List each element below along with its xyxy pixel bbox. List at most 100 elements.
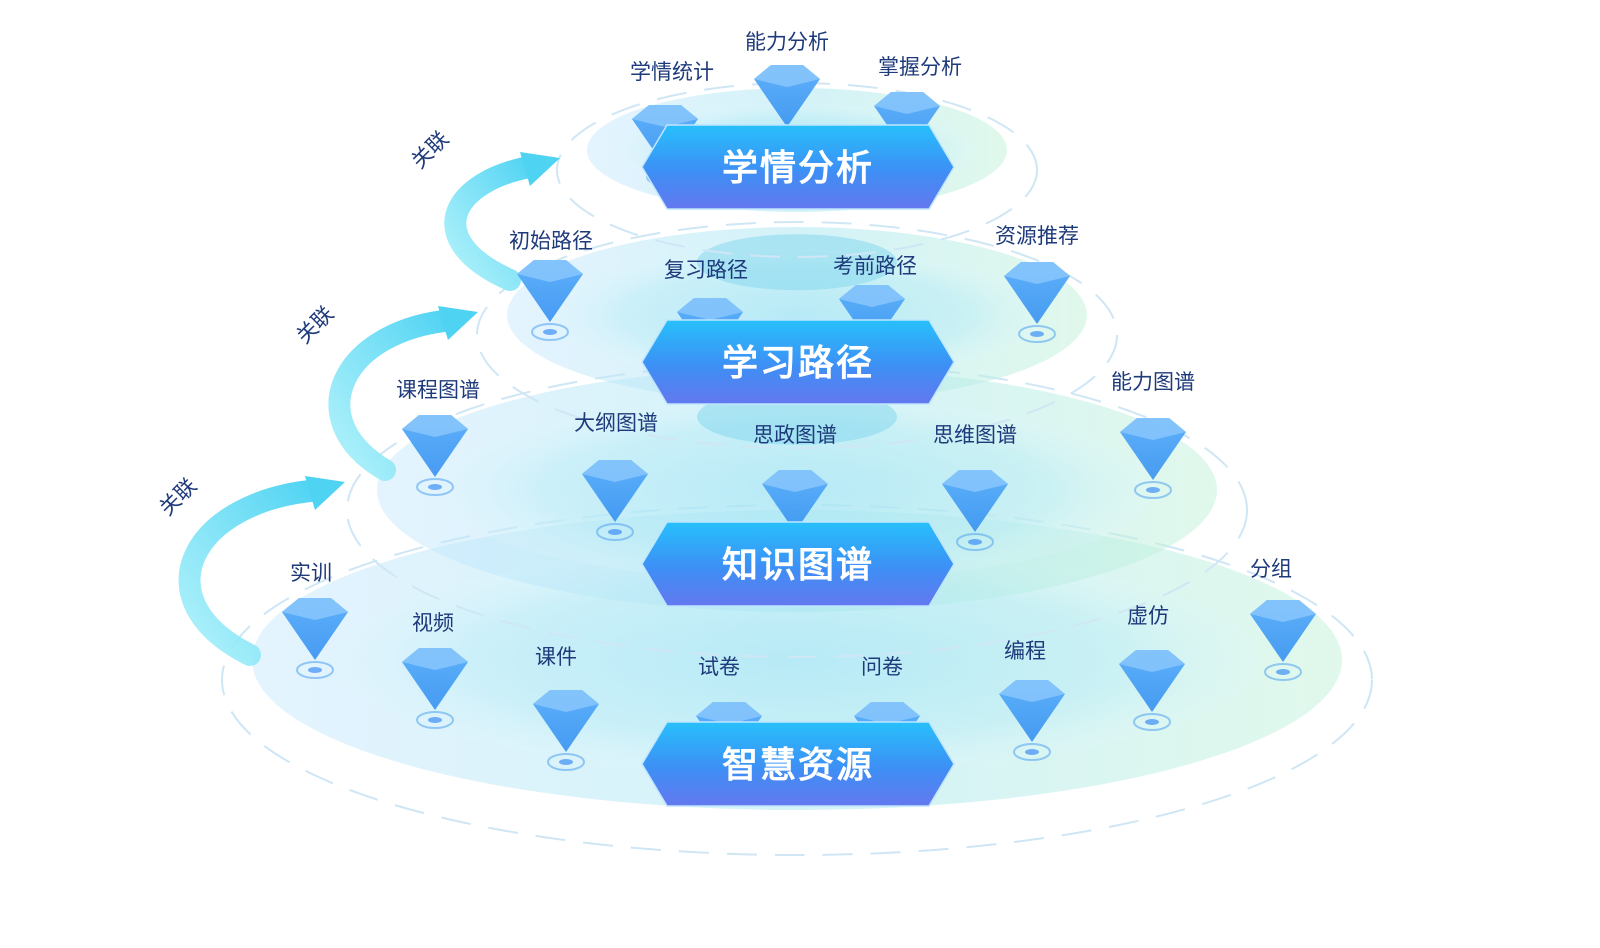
- marker-dot: [1145, 719, 1159, 725]
- node-label: 课程图谱: [396, 378, 480, 402]
- marker-ring: [1013, 743, 1051, 761]
- layer-title: 学情分析: [722, 147, 874, 189]
- node-label: 问卷: [861, 655, 903, 679]
- node-marker[interactable]: 实训: [282, 561, 348, 679]
- marker-dot: [428, 484, 442, 490]
- marker-ring: [956, 533, 994, 551]
- node-marker[interactable]: 分组: [1250, 557, 1316, 681]
- disc-ring: [556, 82, 1038, 258]
- marker-dot: [543, 329, 557, 335]
- node-marker[interactable]: 虚仿: [1119, 604, 1185, 731]
- marker-dot: [1030, 331, 1044, 337]
- marker-dot: [1025, 749, 1039, 755]
- layer-banner[interactable]: 智慧资源: [641, 721, 955, 807]
- node-label: 虚仿: [1127, 604, 1169, 628]
- node-label: 考前路径: [833, 254, 917, 278]
- arrow-head-icon: [520, 152, 560, 186]
- pyramid-top: [854, 702, 920, 724]
- node-marker[interactable]: 视频: [402, 611, 468, 729]
- marker-ring: [416, 711, 454, 729]
- node-label: 课件: [535, 645, 577, 669]
- pyramid-top: [1119, 650, 1185, 672]
- arrow-body: [444, 155, 546, 291]
- node-marker[interactable]: 资源推荐: [995, 224, 1079, 343]
- node-label: 实训: [290, 561, 332, 585]
- marker-ring: [1133, 713, 1171, 731]
- node-marker[interactable]: 编程: [999, 639, 1065, 761]
- marker-ring: [531, 323, 569, 341]
- node-label: 思维图谱: [933, 423, 1017, 447]
- marker-dot: [968, 539, 982, 545]
- banner-shape: [641, 319, 955, 405]
- marker-ring: [1018, 325, 1056, 343]
- marker-dot: [1146, 487, 1160, 493]
- disc-ring: [476, 221, 1118, 449]
- arrow-body: [178, 479, 331, 666]
- node-label: 能力图谱: [1111, 370, 1195, 394]
- node-label: 大纲图谱: [574, 411, 658, 435]
- node-marker[interactable]: 考前路径: [833, 254, 917, 366]
- layer-banner[interactable]: 学习路径: [641, 319, 955, 405]
- relation-arrow: 关联: [407, 127, 560, 291]
- pyramid-top: [582, 460, 648, 482]
- node-label: 视频: [412, 611, 454, 635]
- node-marker[interactable]: 能力图谱: [1111, 370, 1195, 499]
- pyramid-top: [942, 470, 1008, 492]
- banner-shape: [641, 124, 955, 210]
- node-marker[interactable]: 初始路径: [509, 229, 593, 341]
- node-marker[interactable]: 课件: [533, 645, 599, 771]
- node-label: 资源推荐: [995, 224, 1079, 248]
- marker-ring: [596, 523, 634, 541]
- pyramid-top: [762, 470, 828, 492]
- node-label: 试卷: [698, 655, 740, 679]
- banner-shape: [641, 721, 955, 807]
- node-label: 复习路径: [664, 258, 748, 282]
- node-label: 思政图谱: [753, 423, 837, 447]
- pyramid-top: [999, 680, 1065, 702]
- pyramid-top: [517, 260, 583, 282]
- pyramid-top: [677, 298, 743, 320]
- layer-title: 知识图谱: [722, 545, 874, 586]
- layer-title: 智慧资源: [722, 745, 874, 786]
- node-marker[interactable]: 能力分析: [745, 30, 829, 146]
- layer-banner[interactable]: 学情分析: [641, 124, 955, 210]
- pyramid-top: [533, 690, 599, 712]
- pyramid-top: [632, 105, 698, 127]
- layer-banner[interactable]: 知识图谱: [641, 521, 955, 607]
- node-label: 能力分析: [745, 30, 829, 54]
- pyramid-top: [696, 702, 762, 724]
- relation-label: 关联: [407, 127, 454, 174]
- pyramid-top: [402, 415, 468, 437]
- node-marker[interactable]: 思维图谱: [933, 423, 1017, 551]
- banner-shape: [641, 521, 955, 607]
- node-label: 编程: [1004, 639, 1046, 663]
- marker-ring: [547, 753, 585, 771]
- marker-ring: [1134, 481, 1172, 499]
- node-label: 初始路径: [509, 229, 593, 253]
- pyramid-top: [839, 285, 905, 307]
- node-marker[interactable]: 大纲图谱: [574, 411, 658, 541]
- marker-dot: [308, 667, 322, 673]
- pyramid-top: [1250, 600, 1316, 622]
- relation-label: 关联: [292, 302, 339, 349]
- marker-ring: [1264, 663, 1302, 681]
- node-label: 掌握分析: [878, 55, 962, 79]
- marker-dot: [559, 759, 573, 765]
- pyramid-top: [282, 598, 348, 620]
- node-marker[interactable]: 课程图谱: [396, 378, 480, 496]
- arrow-head-icon: [438, 306, 478, 340]
- pyramid-top: [874, 92, 940, 114]
- pyramid-top: [402, 648, 468, 670]
- marker-dot: [428, 717, 442, 723]
- layer-connector: [697, 234, 897, 291]
- marker-ring: [296, 661, 334, 679]
- pyramid-top: [1120, 418, 1186, 440]
- arrow-head-icon: [305, 476, 345, 510]
- marker-dot: [608, 529, 622, 535]
- layer-title: 学习路径: [722, 342, 874, 384]
- arrow-body: [328, 309, 464, 481]
- pyramid-top: [754, 65, 820, 87]
- relation-label: 关联: [155, 474, 202, 521]
- node-marker[interactable]: 思政图谱: [753, 423, 837, 551]
